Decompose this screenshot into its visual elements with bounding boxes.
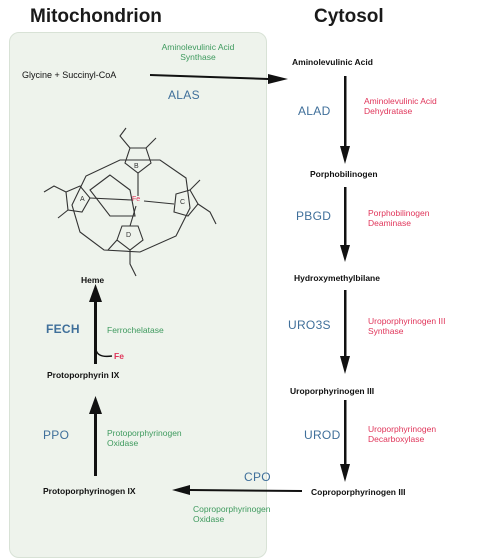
enzyme-urod-line1: Uroporphyrinogen — [368, 424, 437, 434]
enzyme-ppo-name: Protoporphyrinogen Oxidase — [107, 428, 182, 448]
molecule-glycine-succinyl-coa: Glycine + Succinyl-CoA — [22, 70, 117, 80]
enzyme-pbgd-line2: Deaminase — [368, 218, 411, 228]
molecule-fe: Fe — [114, 351, 124, 361]
molecule-heme: Heme — [81, 275, 105, 285]
arrow-alad — [340, 76, 350, 164]
arrow-cpo — [190, 489, 302, 492]
molecule-coproporphyrinogen-iii: Coproporphyrinogen III — [311, 487, 406, 497]
enzyme-alas-abbr: ALAS — [168, 88, 200, 102]
title-cytosol: Cytosol — [314, 6, 384, 27]
heme-ring-c: C — [180, 199, 186, 206]
enzyme-ppo-line2: Oxidase — [107, 438, 139, 448]
enzyme-ppo-line1: Protoporphyrinogen — [107, 428, 182, 438]
heme-ring-b: B — [134, 163, 139, 170]
enzyme-alad-line1: Aminolevulinic Acid — [364, 96, 437, 106]
arrowhead-alas — [268, 74, 288, 84]
enzyme-pbgd-line1: Porphobilinogen — [368, 208, 430, 218]
molecule-protoporphyrinogen-ix: Protoporphyrinogen IX — [43, 486, 136, 496]
enzyme-alad-name: Aminolevulinic Acid Dehydratase — [364, 96, 437, 116]
molecule-hydroxymethylbilane: Hydroxymethylbilane — [294, 273, 380, 283]
heme-center-fe: Fe — [132, 196, 141, 203]
molecule-protoporphyrin-ix: Protoporphyrin IX — [47, 370, 120, 380]
enzyme-ppo-abbr: PPO — [43, 428, 70, 442]
enzyme-alas-line1: Aminolevulinic Acid — [161, 42, 235, 52]
enzyme-uro3s-line2: Synthase — [368, 326, 404, 336]
enzyme-urod-line2: Decarboxylase — [368, 434, 425, 444]
arrowhead-cpo — [172, 485, 190, 495]
arrow-pbgd — [340, 187, 350, 262]
enzyme-uro3s-line1: Uroporphyrinogen III — [368, 316, 446, 326]
enzyme-uro3s-abbr: URO3S — [288, 318, 331, 332]
enzyme-pbgd-name: Porphobilinogen Deaminase — [368, 208, 429, 228]
enzyme-urod-abbr: UROD — [304, 428, 341, 442]
molecule-uroporphyrinogen-iii: Uroporphyrinogen III — [290, 386, 375, 396]
mitochondrion-compartment — [9, 32, 267, 558]
heme-structure — [43, 127, 217, 277]
enzyme-alad-abbr: ALAD — [298, 104, 331, 118]
enzyme-alas-name: Aminolevulinic Acid Synthase — [143, 42, 253, 62]
heme-ring-a: A — [80, 196, 85, 203]
enzyme-alad-line2: Dehydratase — [364, 106, 413, 116]
enzyme-uro3s-name: Uroporphyrinogen III Synthase — [368, 316, 446, 336]
enzyme-cpo-line1: Coproporphyrinogen — [193, 504, 271, 514]
enzyme-pbgd-abbr: PBGD — [296, 209, 332, 223]
molecule-porphobilinogen: Porphobilinogen — [310, 169, 378, 179]
enzyme-alas-line2: Synthase — [180, 52, 216, 62]
arrow-fech — [89, 284, 113, 364]
arrow-urod — [340, 400, 350, 482]
enzyme-fech-abbr: FECH — [46, 322, 80, 336]
arrow-alas — [150, 74, 268, 80]
heme-ring-d: D — [126, 232, 132, 239]
arrow-uro3s — [340, 290, 350, 374]
enzyme-cpo-abbr: CPO — [244, 470, 271, 484]
arrow-ppo — [89, 396, 102, 476]
title-mitochondrion: Mitochondrion — [30, 6, 162, 27]
enzyme-cpo-name: Coproporphyrinogen Oxidase — [193, 504, 271, 524]
enzyme-cpo-line2: Oxidase — [193, 514, 225, 524]
molecule-aminolevulinic-acid: Aminolevulinic Acid — [292, 57, 373, 67]
enzyme-fech-name: Ferrochelatase — [107, 325, 164, 335]
enzyme-urod-name: Uroporphyrinogen Decarboxylase — [368, 424, 436, 444]
